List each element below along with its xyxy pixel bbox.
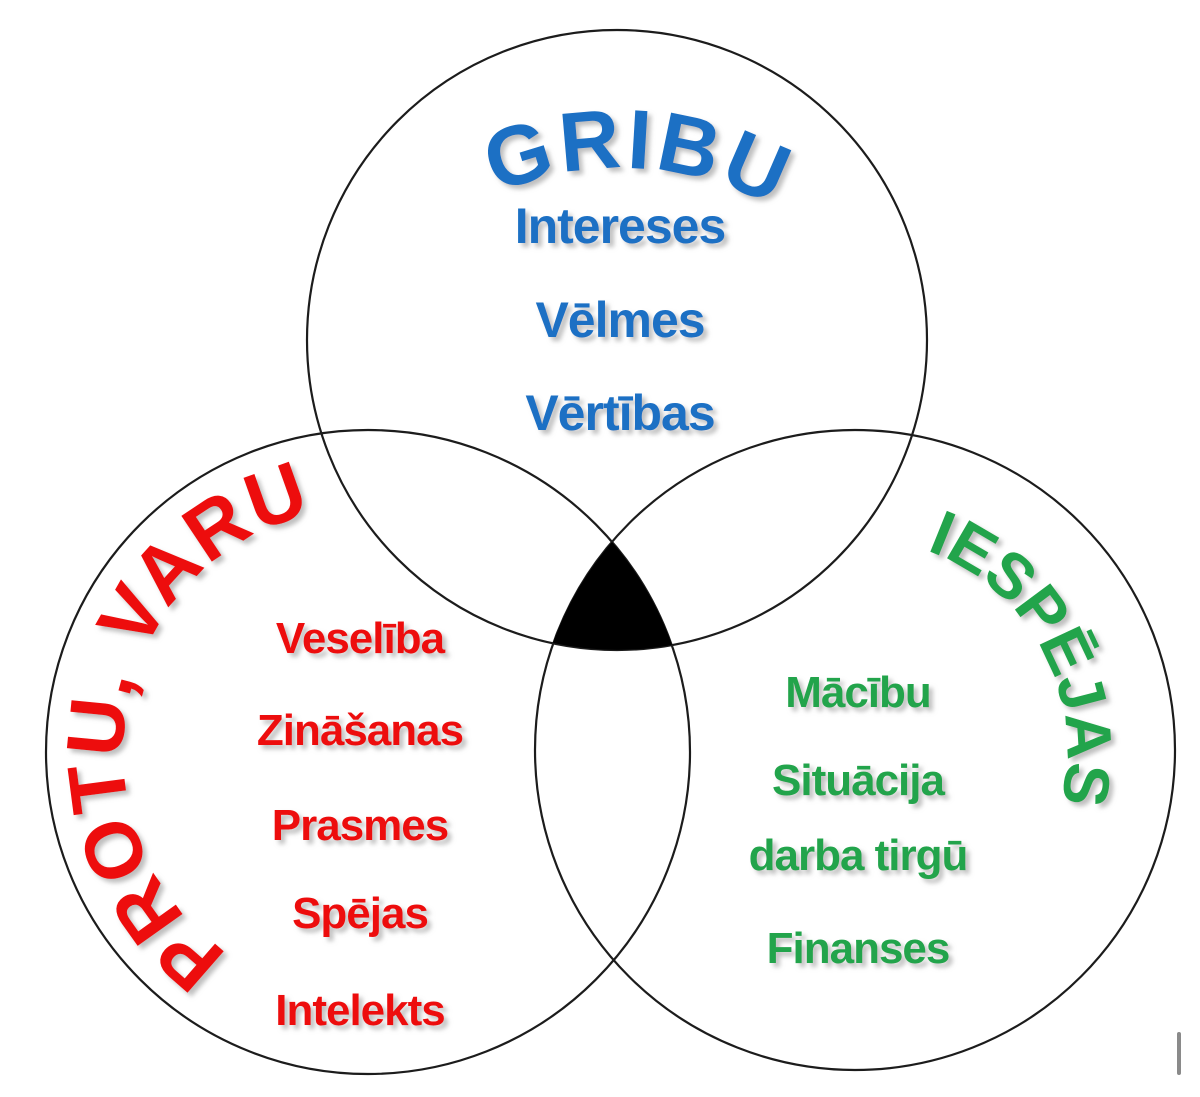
protu-circle <box>44 428 692 1076</box>
protu-item-spejas: Spējas <box>292 889 428 938</box>
gribu-circle <box>305 28 929 652</box>
gray-tick-mark <box>1177 1032 1181 1075</box>
iespejas-item-finanses: Finanses <box>767 924 950 973</box>
gribu-group: GRIBU Intereses Vēlmes Vērtības <box>473 91 803 441</box>
protu-item-zinasanas: Zināšanas <box>257 706 463 755</box>
center-intersection <box>553 542 672 650</box>
gribu-item-intereses: Intereses <box>515 198 726 254</box>
protu-item-prasmes: Prasmes <box>272 801 448 850</box>
protu-item-veseliba: Veselība <box>276 614 446 663</box>
iespejas-circle <box>533 428 1177 1072</box>
iespejas-item-situacija: Situācija <box>772 756 945 805</box>
iespejas-item-darba-tirgu: darba tirgū <box>749 831 968 880</box>
gribu-item-velmes: Vēlmes <box>535 292 704 348</box>
protu-item-intelekts: Intelekts <box>275 986 445 1035</box>
iespejas-item-macibu: Mācību <box>785 668 931 717</box>
gribu-item-vertibas: Vērtības <box>525 385 714 441</box>
